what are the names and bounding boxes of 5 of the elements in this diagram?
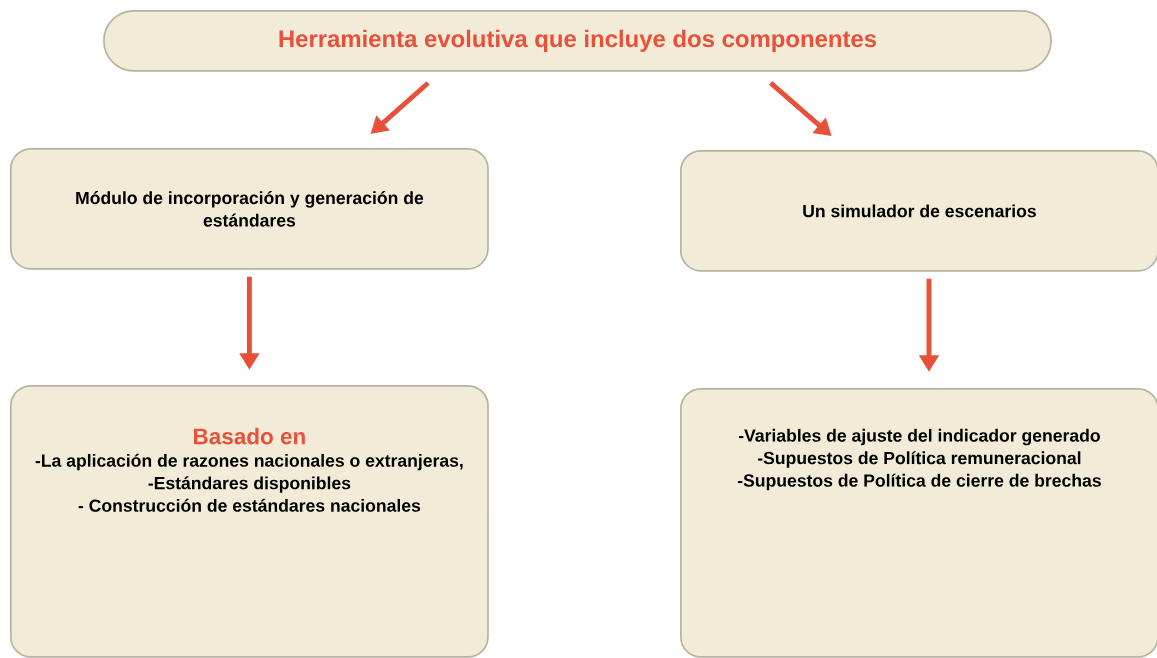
title-box: Herramienta evolutiva que incluye dos componentes xyxy=(103,10,1052,72)
component-box: Un simulador de escenarios xyxy=(680,150,1157,272)
component-box: Módulo de incorporación y generación de estándares xyxy=(10,148,489,270)
detail-box: -Variables de ajuste del indicador generado -Supuestos de Política remuneracional -Supuestos de Política de cierre de brechas xyxy=(680,388,1157,658)
detail-box: Basado en -La aplicación de razones nacionales o extranjeras, -Estándares disponibles - Construcción de estándares nacionales xyxy=(10,385,489,658)
